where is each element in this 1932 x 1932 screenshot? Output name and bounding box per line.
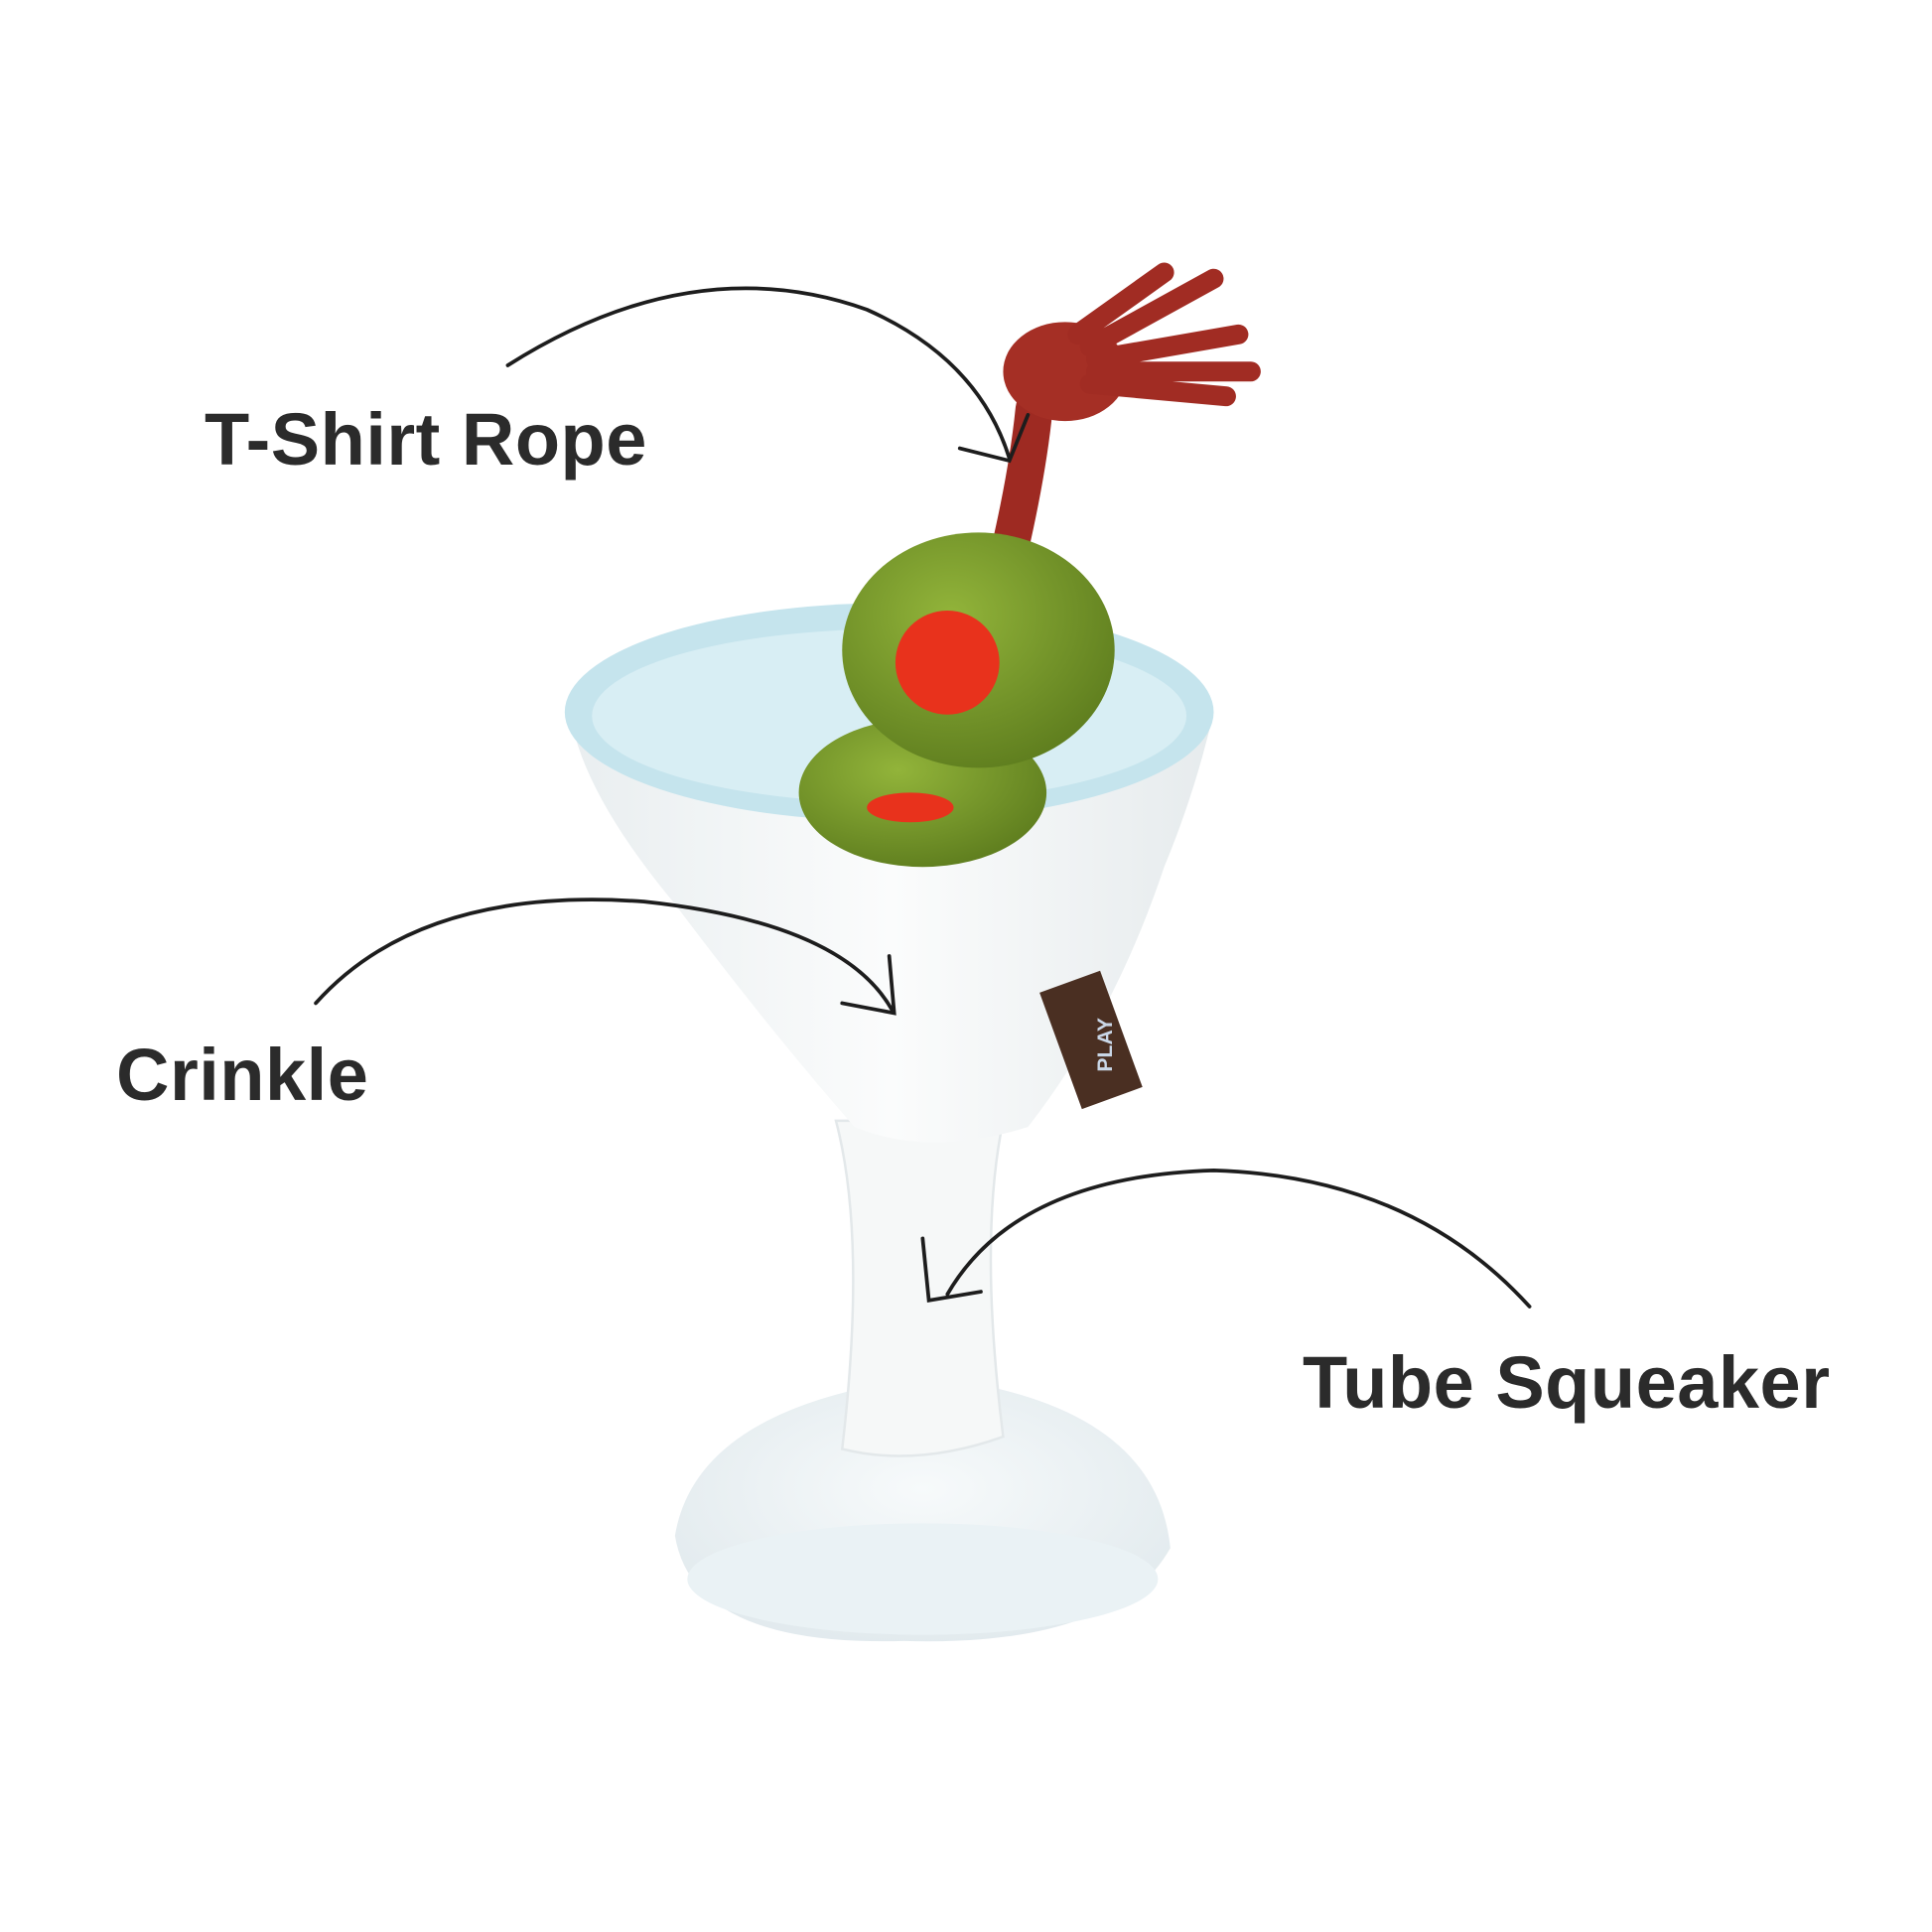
glass-stem — [834, 1119, 1005, 1457]
brand-tag: PLAY — [1039, 970, 1143, 1110]
rope — [990, 262, 1261, 570]
arrow-rope-head — [957, 413, 1031, 464]
arrow-crinkle — [314, 897, 895, 1012]
glass-base — [674, 1387, 1171, 1642]
arrow-rope — [505, 286, 1012, 461]
callout-crinkle-label: Crinkle — [116, 1034, 369, 1116]
arrow-crinkle-head — [840, 954, 897, 1016]
arrow-squeaker-head — [920, 1236, 983, 1303]
tag-brand-text: PLAY — [1094, 1018, 1117, 1072]
callout-squeaker-label: Tube Squeaker — [1303, 1341, 1831, 1424]
olives — [798, 532, 1115, 868]
callout-rope-label: T-Shirt Rope — [205, 398, 647, 481]
arrow-squeaker — [945, 1168, 1532, 1309]
